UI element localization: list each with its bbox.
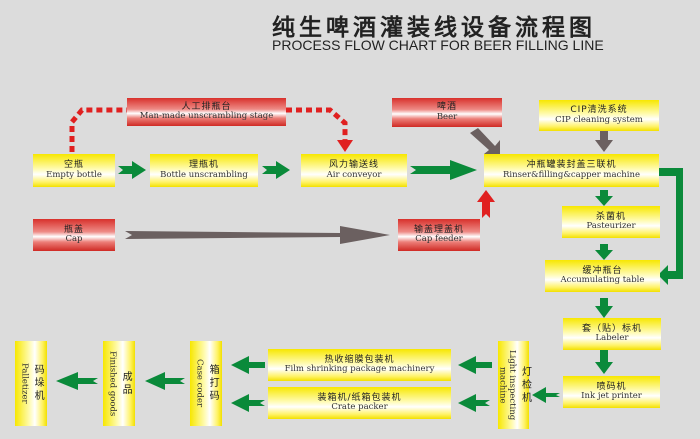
node-label-en: Case coder: [194, 359, 205, 408]
node-label-en: CIP cleaning system: [555, 114, 643, 125]
arrow-inkjet-to-light: [532, 387, 560, 403]
node-unscrambler: 理瓶机 Bottle unscrambling: [150, 154, 258, 187]
node-label-zh: 输盖理盖机: [413, 224, 464, 235]
node-label-zh: 缓冲瓶台: [582, 265, 623, 276]
node-palletizer: 码垛机 Palletizer: [15, 341, 47, 426]
node-manual-stage: 人工排瓶台 Man-made unscrambling stage: [127, 98, 286, 126]
node-label-zh: 码垛机: [32, 364, 44, 403]
node-label-en: Bottle unscrambling: [160, 169, 248, 180]
node-empty-bottle: 空瓶 Empty bottle: [33, 154, 115, 187]
manual-route-arrow: [69, 107, 348, 152]
node-crate-packer: 装箱机/纸箱包装机 Crate packer: [268, 387, 451, 419]
node-case-coder: 箱打码 Case coder: [190, 341, 222, 426]
node-label-zh: 人工排瓶台: [181, 101, 232, 112]
node-label-zh: 热收缩膜包装机: [324, 354, 395, 365]
arrow-monoblock-to-pasteurizer: [595, 190, 613, 206]
node-label-en: Finished goods: [107, 350, 118, 417]
node-label-zh: 杀菌机: [595, 211, 626, 222]
node-label-en: Pasteurizer: [586, 221, 636, 232]
node-label-zh: 理瓶机: [188, 160, 219, 171]
node-label-zh: 啤酒: [436, 102, 457, 113]
node-label-en: Film shrinking package machinery: [284, 364, 435, 375]
arrow-labeler-to-inkjet: [595, 350, 613, 374]
node-label-en: Crate packer: [331, 402, 388, 413]
node-beer: 啤酒 Beer: [392, 98, 502, 127]
node-accumulating: 缓冲瓶台 Accumulating table: [545, 260, 660, 292]
arrow-light-to-crate: [458, 394, 490, 412]
node-label-zh: CIP清洗系统: [570, 105, 628, 116]
arrow-film-to-casecoder: [231, 356, 265, 374]
node-label-zh: 装箱机/纸箱包装机: [317, 392, 402, 403]
arrow-beer-to-monoblock: [470, 128, 500, 158]
node-label-en: Cap feeder: [415, 234, 463, 245]
node-label-en: Ink jet printer: [581, 391, 642, 402]
title-chinese: 纯生啤酒灌装线设备流程图: [272, 15, 596, 41]
node-monoblock: 冲瓶罐装封盖三联机 Rinser&filling&capper machine: [484, 154, 659, 187]
node-label-zh: 喷码机: [596, 381, 627, 392]
arrow-bypass-head: [658, 265, 683, 285]
arrow-pasteurizer-to-accumulating: [595, 244, 613, 260]
node-label-zh: 冲瓶罐装封盖三联机: [526, 160, 617, 171]
node-pasteurizer: 杀菌机 Pasteurizer: [562, 206, 660, 238]
node-label-en: Labeler: [595, 333, 629, 344]
arrow-monoblock-bypass: [659, 168, 683, 278]
arrow-unscrambler-to-conveyor: [262, 161, 290, 179]
node-label-zh: 套（贴）标机: [581, 323, 642, 334]
arrow-cip-to-monoblock: [595, 130, 613, 152]
arrow-light-to-film: [458, 356, 492, 374]
node-label-en: Light inspecting machine: [497, 349, 518, 421]
node-label-en: Beer: [436, 111, 458, 122]
node-label-en: Accumulating table: [560, 275, 645, 286]
node-label-zh: 风力输送线: [328, 160, 379, 171]
arrow-finished-to-palletizer: [56, 372, 98, 390]
node-label-en: Man-made unscrambling stage: [139, 111, 274, 122]
node-label-en: Air conveyor: [326, 169, 382, 180]
arrow-accumulating-to-labeler: [595, 298, 613, 318]
node-ink-jet: 喷码机 Ink jet printer: [563, 376, 660, 408]
node-finished: 成品 Finished goods: [103, 341, 135, 426]
node-label-en: Palletizer: [19, 363, 30, 404]
node-cip: CIP清洗系统 CIP cleaning system: [539, 100, 659, 131]
arrow-casecoder-to-finished: [145, 372, 185, 390]
node-cap: 瓶盖 Cap: [33, 219, 115, 251]
node-labeler: 套（贴）标机 Labeler: [563, 318, 661, 350]
arrow-capfeeder-to-monoblock: [477, 190, 495, 218]
arrow-cap-to-capfeeder: [125, 226, 390, 244]
node-air-conveyor: 风力输送线 Air conveyor: [301, 154, 407, 187]
title-english: PROCESS FLOW CHART FOR BEER FILLING LINE: [272, 37, 604, 53]
manual-route-arrowhead: [337, 140, 353, 152]
node-cap-feeder: 输盖理盖机 Cap feeder: [398, 219, 480, 251]
node-film-shrink: 热收缩膜包装机 Film shrinking package machinery: [268, 349, 451, 381]
node-label-en: Empty bottle: [46, 169, 102, 180]
node-label-zh: 箱打码: [207, 364, 219, 403]
node-label-zh: 瓶盖: [63, 224, 84, 235]
arrow-conveyor-to-monoblock: [410, 160, 477, 180]
node-label-en: Cap: [65, 234, 83, 245]
arrow-crate-to-casecoder: [231, 394, 265, 412]
node-label-zh: 成品: [120, 370, 132, 397]
arrow-empty-to-unscrambler: [118, 161, 146, 179]
node-light-inspect: 灯检机 Light inspecting machine: [497, 341, 531, 429]
node-label-zh: 空瓶: [63, 160, 84, 171]
node-label-zh: 灯检机: [519, 365, 531, 405]
node-label-en: Rinser&filling&capper machine: [502, 169, 640, 180]
